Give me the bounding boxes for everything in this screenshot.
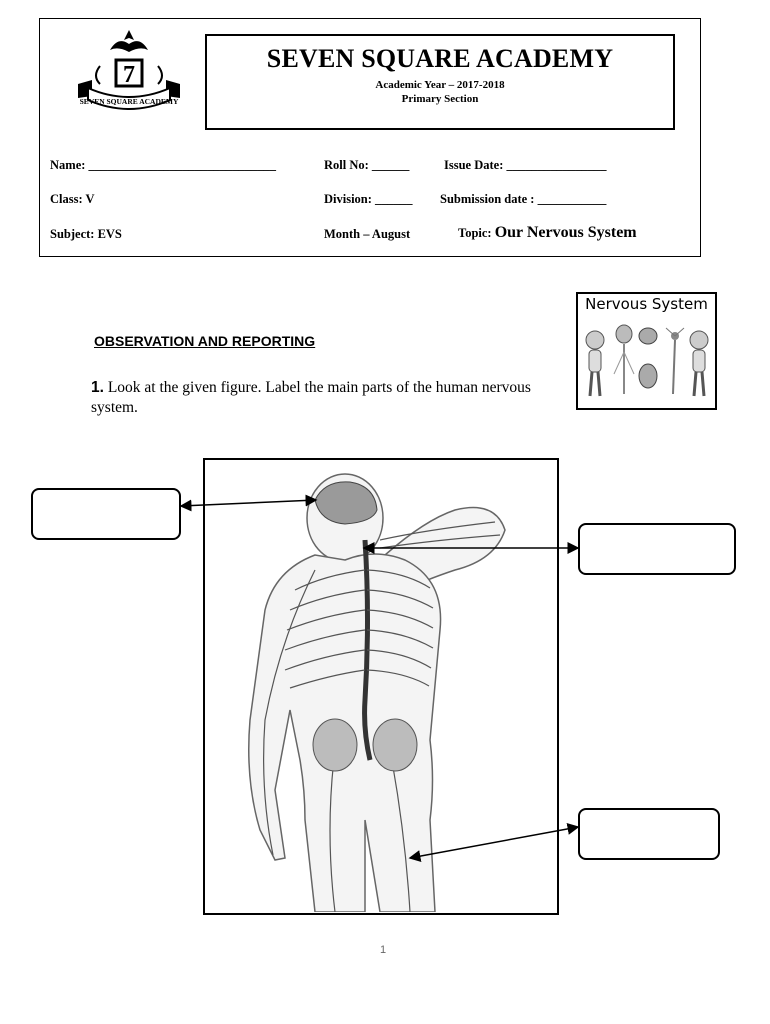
nerves-label-box[interactable] [578, 808, 720, 860]
page-number: 1 [380, 944, 386, 956]
brain-label-box[interactable] [31, 488, 181, 540]
spinal-cord-label-box[interactable] [578, 523, 736, 575]
